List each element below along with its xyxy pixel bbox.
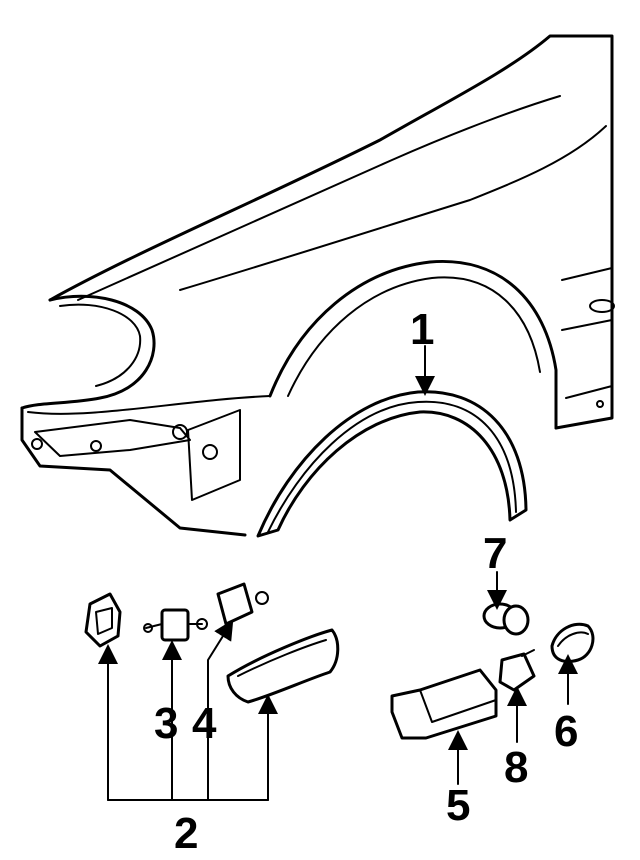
front-fender: [20, 34, 615, 537]
callout-6: 6: [554, 707, 578, 756]
leader-lines: [98, 345, 578, 801]
callout-3: 3: [154, 699, 178, 748]
side-marker-lamp: [550, 622, 595, 663]
callout-8: 8: [504, 743, 528, 792]
fastener-clip-4: [216, 582, 269, 626]
callout-2: 2: [174, 809, 198, 858]
retainer: [498, 649, 536, 692]
wheel-arch-moulding: [256, 390, 528, 538]
side-moulding: [226, 628, 340, 704]
callout-7: 7: [483, 529, 507, 578]
callout-1: 1: [410, 305, 434, 354]
fastener-clip-3: [143, 608, 208, 642]
callout-5: 5: [446, 781, 470, 830]
emblem-clip: [84, 592, 122, 648]
trim-piece: [390, 668, 498, 740]
plug: [482, 602, 530, 636]
callout-4: 4: [192, 699, 217, 748]
